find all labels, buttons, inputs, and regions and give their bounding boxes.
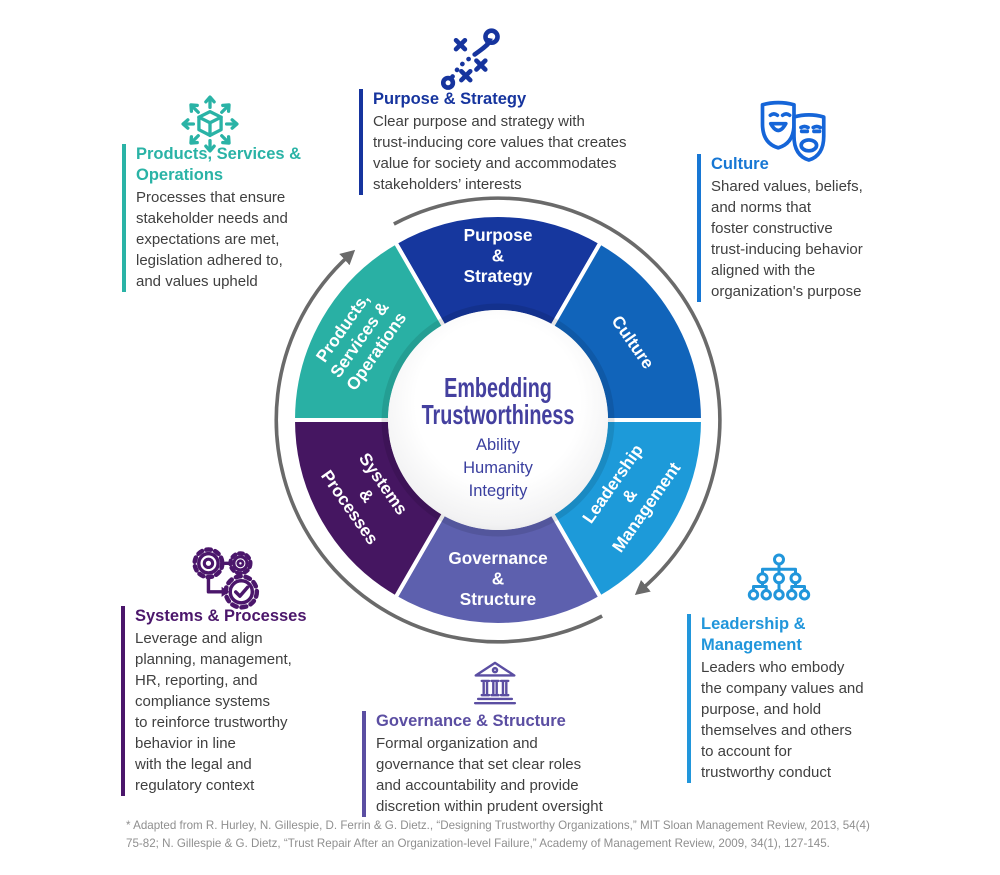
callout-products-services-operations: Products, Services & Operations Processe…	[122, 144, 327, 292]
callout-body: Leverage and align planning, management,…	[135, 630, 292, 794]
callout-title: Culture	[711, 155, 769, 173]
segment-label-purpose-strategy: Purpose & Strategy	[464, 225, 533, 286]
callout-title: Systems & Processes	[135, 607, 307, 625]
callout-governance-structure: Governance & Structure Formal organizati…	[362, 711, 657, 817]
segment-label-line: Governance	[448, 548, 547, 568]
center-title-line2: Trustworthiness	[422, 400, 575, 431]
callout-systems-processes: Systems & Processes Leverage and align p…	[121, 606, 341, 796]
callout-culture: Culture Shared values, beliefs, and norm…	[697, 154, 902, 302]
callout-title: Governance & Structure	[376, 712, 566, 730]
government-building-icon	[473, 661, 517, 705]
footnote-citation: * Adapted from R. Hurley, N. Gillespie, …	[126, 819, 870, 850]
box-distribution-icon	[181, 95, 239, 153]
callout-body: Shared values, beliefs, and norms that f…	[711, 178, 863, 300]
callout-body: Processes that ensure stakeholder needs …	[136, 189, 288, 290]
callout-title: Products, Services & Operations	[136, 145, 302, 184]
segment-label-line: Strategy	[464, 266, 533, 286]
strategy-arrowhead	[483, 36, 494, 47]
cycle-arrow-top	[393, 196, 722, 595]
theater-masks-icon	[760, 100, 826, 162]
center-circle	[388, 310, 608, 530]
callout-leadership-management: Leadership & Management Leaders who embo…	[687, 614, 897, 783]
segment-label-line: Purpose	[464, 225, 533, 245]
center-value-ability: Ability	[476, 436, 521, 454]
gears-checkmark-icon	[192, 547, 260, 610]
segment-label-line: Structure	[460, 589, 536, 609]
center-title-line1: Embedding	[444, 373, 552, 404]
callout-body: Leaders who embody the company values an…	[701, 659, 864, 781]
segment-label-line: &	[492, 569, 504, 589]
segment-label-line: &	[492, 246, 504, 266]
trust-wheel: Purpose & Strategy Culture Leadership & …	[274, 196, 722, 644]
center-circle-shadow	[381, 303, 615, 537]
segment-label-governance: Governance & Structure	[448, 548, 547, 609]
callout-body: Formal organization and governance that …	[376, 735, 603, 815]
callout-title: Purpose & Strategy	[373, 90, 527, 108]
elbow-arrowhead	[221, 586, 230, 597]
callout-title: Leadership & Management	[701, 615, 806, 654]
center-value-integrity: Integrity	[469, 482, 528, 500]
org-chart-icon	[747, 553, 811, 601]
cycle-arrow-bottom	[274, 249, 603, 644]
strategy-play-icon	[440, 28, 500, 90]
callout-body: Clear purpose and strategy with trust-in…	[373, 113, 627, 193]
center-value-humanity: Humanity	[463, 459, 533, 477]
callout-purpose-strategy: Purpose & Strategy Clear purpose and str…	[359, 89, 659, 195]
